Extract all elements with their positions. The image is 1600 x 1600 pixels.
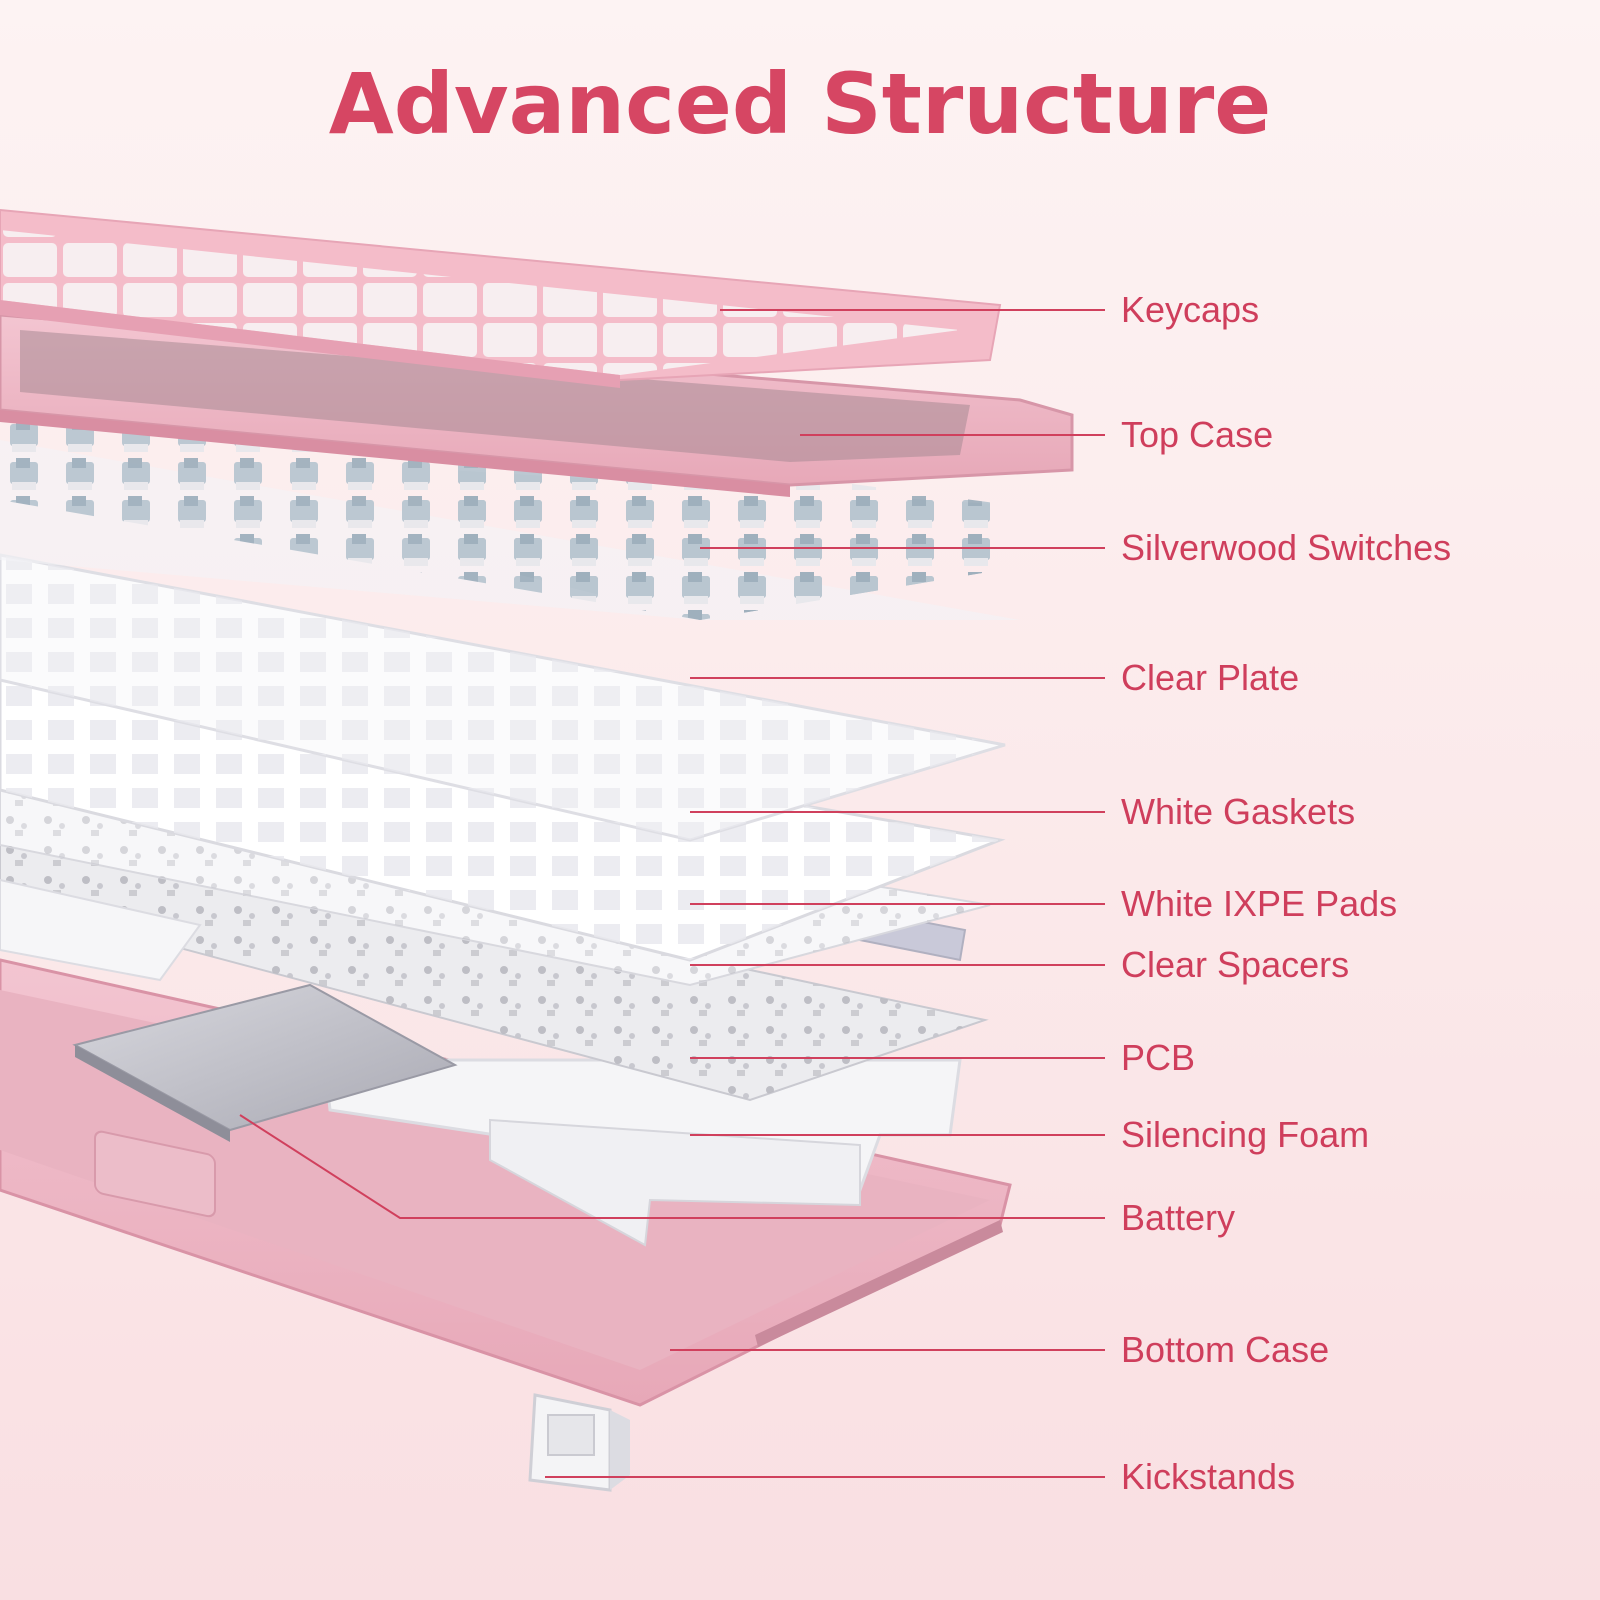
battery-leader (239, 1114, 1105, 1219)
label-white-ixpe-pads: White IXPE Pads (1121, 883, 1398, 924)
label-keycaps: Keycaps (1121, 289, 1260, 330)
label-bottom-case: Bottom Case (1121, 1329, 1330, 1370)
label-top-case: Top Case (1121, 414, 1274, 455)
label-kickstands: Kickstands (1121, 1456, 1296, 1497)
label-clear-spacers: Clear Spacers (1121, 944, 1350, 985)
label-silverwood-switches: Silverwood Switches (1121, 527, 1452, 568)
label-white-gaskets: White Gaskets (1121, 791, 1356, 832)
page-title: Advanced Structure (328, 55, 1272, 153)
clear-plate-layer (0, 553, 1006, 842)
leader-lines (239, 309, 1105, 1478)
top-case-layer (0, 313, 1074, 497)
keycaps-layer (0, 208, 1002, 388)
silencing-foam-layer (323, 1058, 962, 1247)
label-clear-plate: Clear Plate (1121, 657, 1300, 698)
battery-part (72, 983, 458, 1142)
label-battery: Battery (1121, 1197, 1236, 1238)
kickstand-part (528, 1393, 630, 1492)
label-silencing-foam: Silencing Foam (1121, 1114, 1370, 1155)
label-pcb: PCB (1121, 1037, 1196, 1078)
